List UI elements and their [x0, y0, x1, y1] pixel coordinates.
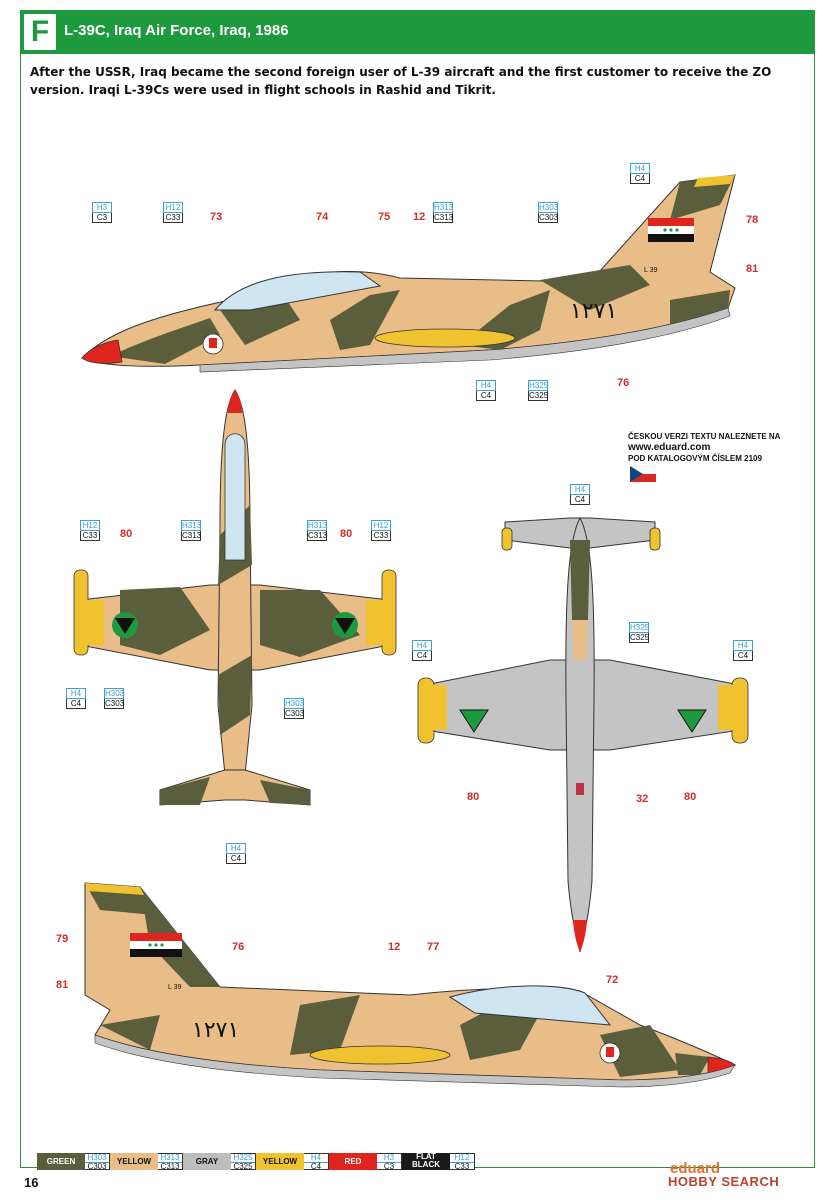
legend-code-c: C33: [454, 1162, 470, 1171]
decal-12: 12: [388, 941, 401, 953]
legend-code-c: C4: [310, 1162, 322, 1171]
legend-code-h: H12: [450, 1154, 474, 1163]
czech-note-line1: ČESKOU VERZI TEXTU NALEZNETE NA: [628, 432, 781, 441]
decal-81: 81: [56, 979, 69, 991]
decal-77: 77: [427, 941, 440, 953]
legend-code-c: C313: [160, 1162, 180, 1171]
decal-80-left-top: 80: [120, 528, 133, 540]
legend-code-h: H303: [85, 1154, 109, 1163]
side-view-left: ١٢٧١ L 39: [81, 174, 736, 373]
decal-74: 74: [316, 211, 329, 223]
decal-80-bottom-left: 80: [467, 791, 480, 803]
legend-code-h: H325: [231, 1154, 255, 1163]
description-text: After the USSR, Iraq became the second f…: [30, 65, 772, 97]
page-number: 16: [24, 1175, 39, 1190]
legend-swatch: GREEN: [37, 1153, 85, 1170]
decal-79: 79: [56, 933, 69, 945]
legend-swatch: GRAY: [183, 1153, 231, 1170]
czech-note: ČESKOU VERZI TEXTU NALEZNETE NA www.edua…: [628, 431, 780, 464]
serial-number-top: ١٢٧١: [570, 299, 617, 324]
decal-72: 72: [606, 974, 619, 986]
legend-swatch: FLAT BLACK: [402, 1153, 450, 1170]
czech-note-url: www.eduard.com: [628, 442, 711, 453]
type-mark-top: L 39: [644, 267, 657, 274]
page-title: L-39C, Iraq Air Force, Iraq, 1986: [64, 22, 289, 39]
top-view: [73, 389, 397, 806]
legend-swatch: YELLOW: [256, 1153, 304, 1170]
bottom-view: [417, 516, 749, 953]
decal-32: 32: [636, 793, 649, 805]
decal-75: 75: [378, 211, 391, 223]
decal-73: 73: [210, 211, 223, 223]
czech-note-line3: POD KATALOGOVÝM ČÍSLEM 2109: [628, 454, 762, 463]
profile-letter: F: [24, 14, 56, 50]
decal-78: 78: [746, 214, 759, 226]
czech-flag-icon: [630, 466, 656, 482]
legend-code-h: H313: [158, 1154, 182, 1163]
legend-code-h: H4: [304, 1154, 328, 1163]
legend-swatch: RED: [329, 1153, 377, 1170]
decal-12: 12: [413, 211, 426, 223]
legend-code-c: C325: [233, 1162, 253, 1171]
header-bar: [20, 10, 815, 54]
brand-logo: eduard: [670, 1160, 721, 1177]
legend-code-c: C3: [383, 1162, 395, 1171]
decal-76: 76: [617, 377, 630, 389]
decal-80-bottom-right: 80: [684, 791, 697, 803]
legend-code-h: H3: [377, 1154, 401, 1163]
decal-81: 81: [746, 263, 759, 275]
watermark: HOBBY SEARCH: [668, 1174, 780, 1189]
decal-76: 76: [232, 941, 245, 953]
decal-80-right-top: 80: [340, 528, 353, 540]
side-view-right: ١٢٧١ L 39: [84, 882, 737, 1088]
serial-number-bottom: ١٢٧١: [192, 1018, 239, 1043]
legend-swatch: YELLOW: [110, 1153, 158, 1170]
type-mark-bottom: L 39: [168, 984, 181, 991]
legend-code-c: C303: [87, 1162, 107, 1171]
